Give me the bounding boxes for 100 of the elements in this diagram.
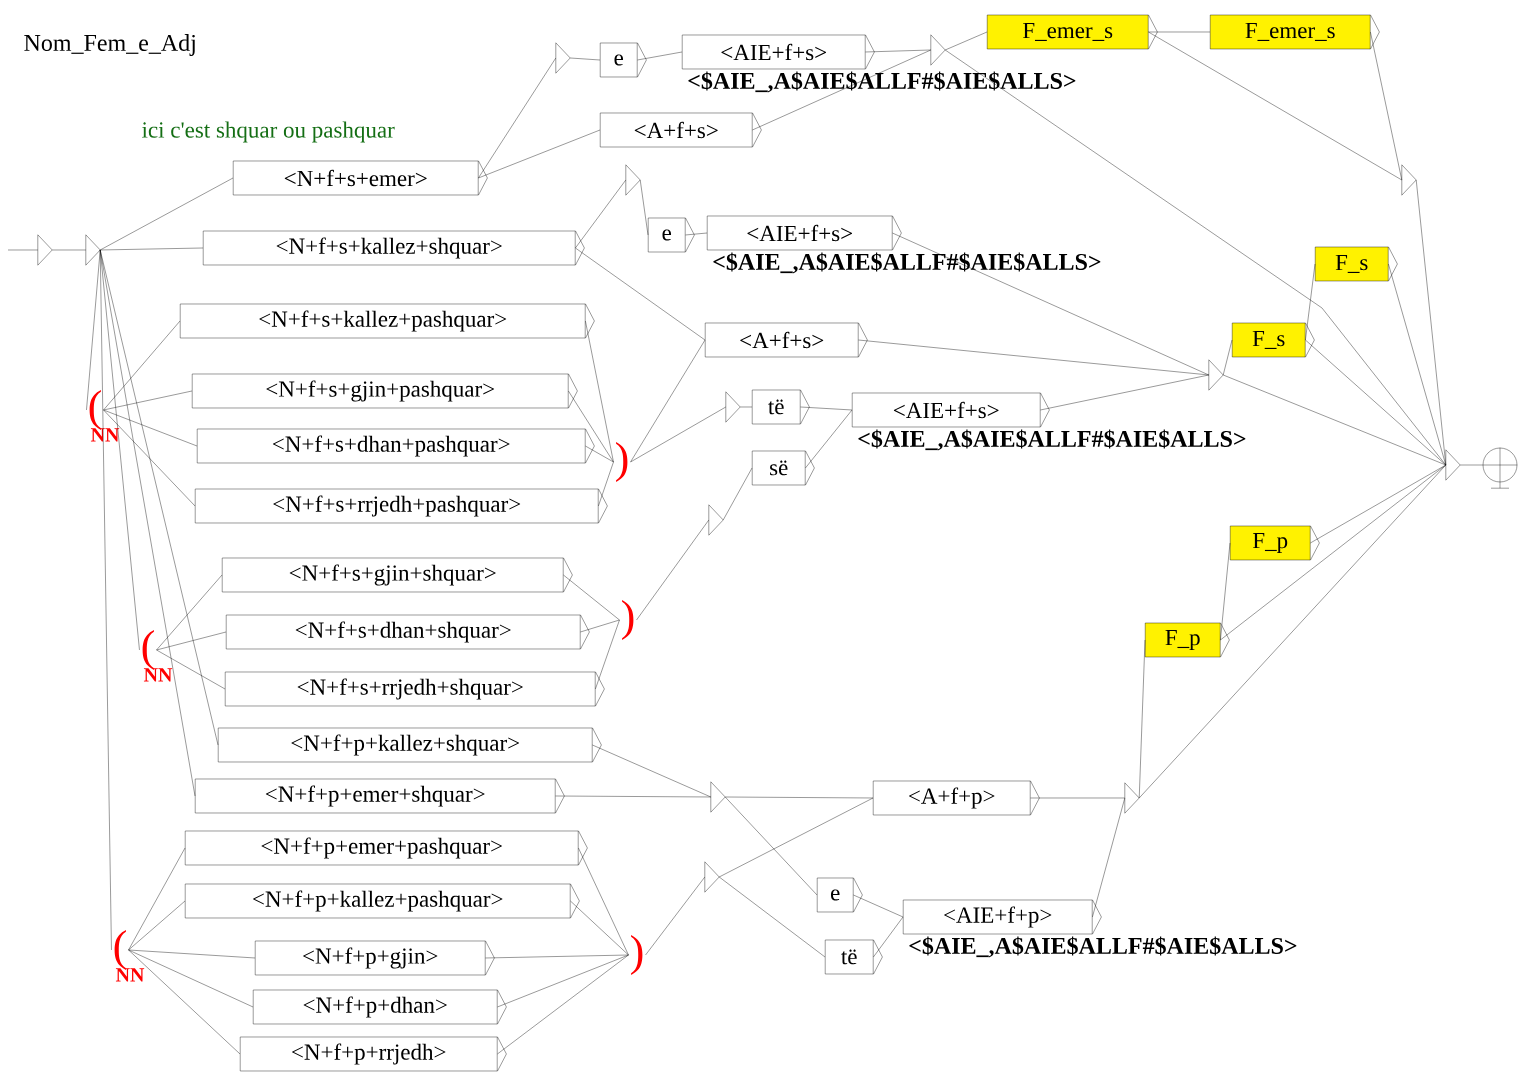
connector-line — [578, 847, 629, 956]
connector-line — [630, 406, 726, 463]
connector-line — [640, 179, 649, 236]
connector-line — [100, 247, 204, 251]
connector-line — [725, 796, 874, 799]
comment-text: ici c'est shquar ou pashquar — [142, 121, 395, 143]
transition-box: e — [600, 42, 647, 78]
connector-line — [1220, 464, 1446, 641]
connector-line — [637, 51, 683, 61]
connector-line — [86, 249, 101, 411]
epsilon-triangle — [625, 164, 641, 196]
transition-box: të — [825, 939, 883, 975]
parenthesis: ( — [114, 930, 126, 970]
connector-line — [575, 179, 626, 249]
epsilon-triangle — [930, 34, 946, 66]
connector-line — [585, 445, 614, 463]
connector-line — [156, 631, 227, 651]
transition-box: e — [648, 217, 695, 253]
subgraph-box: F_emer_s — [1210, 14, 1380, 50]
connector-line — [103, 390, 193, 411]
connector-line — [52, 249, 86, 251]
connector-line — [1092, 797, 1125, 918]
transition-box: <N+f+p+emer+shquar> — [195, 778, 565, 814]
connector-line — [858, 339, 1209, 376]
transition-box: <N+f+p+kallez+shquar> — [218, 727, 602, 763]
connector-line — [156, 649, 226, 690]
subgraph-box: F_p — [1230, 525, 1320, 561]
connector-line — [645, 876, 705, 956]
subgraph-box: F_s — [1232, 322, 1315, 358]
epsilon-triangle — [1401, 164, 1417, 196]
connector-line — [1460, 464, 1483, 466]
variable-name: NN — [143, 668, 173, 682]
connector-line — [1223, 339, 1233, 376]
parenthesis: ) — [631, 935, 643, 975]
connector-line — [103, 320, 181, 411]
connector-line — [865, 49, 931, 53]
variable-name: NN — [115, 968, 145, 982]
parenthesis: ( — [142, 630, 154, 670]
parenthesis: ( — [89, 390, 101, 430]
connector-line — [800, 406, 853, 411]
connector-line — [128, 900, 186, 951]
connector-line — [598, 461, 614, 507]
transition-box: <N+f+s+rrjedh+shquar> — [225, 671, 605, 707]
transition-box: <N+f+p+emer+pashquar> — [185, 830, 588, 866]
connector-line — [103, 409, 196, 507]
connector-line — [497, 954, 629, 1008]
subgraph-box: F_s — [1315, 246, 1398, 282]
epsilon-triangle — [85, 234, 101, 266]
transition-box: <N+f+s+gjin+pashquar> — [192, 373, 578, 409]
output-text: <$AIE_,A$AIE$ALLF#$AIE$ALLS> — [713, 252, 1101, 274]
connector-line — [103, 409, 198, 447]
transition-box: <AIE+f+s> — [707, 215, 902, 251]
transition-box: <N+f+s+kallez+pashquar> — [180, 303, 595, 339]
connector-line — [853, 894, 904, 918]
epsilon-triangle — [1124, 782, 1140, 814]
output-text: <$AIE_,A$AIE$ALLF#$AIE$ALLS> — [688, 71, 1076, 93]
connector-line — [873, 916, 904, 958]
transition-box: <AIE+f+s> — [682, 34, 875, 70]
parenthesis: ) — [622, 600, 634, 640]
connector-line — [563, 574, 620, 621]
subgraph-box: F_emer_s — [987, 14, 1158, 50]
connector-line — [580, 619, 620, 633]
connector-line — [1148, 31, 1402, 181]
transition-box: <N+f+s+dhan+pashquar> — [197, 428, 595, 464]
connector-line — [636, 519, 709, 621]
output-text: <$AIE_,A$AIE$ALLF#$AIE$ALLS> — [909, 936, 1297, 958]
connector-line — [592, 744, 711, 798]
connector-line — [740, 406, 753, 408]
connector-line — [128, 847, 186, 951]
connector-line — [1388, 263, 1446, 466]
transition-box: së — [752, 450, 815, 486]
transition-box: të — [752, 389, 810, 425]
connector-line — [555, 795, 711, 798]
variable-name: NN — [90, 428, 120, 442]
connector-line — [725, 796, 818, 896]
transition-box: <AIE+f+p> — [903, 899, 1102, 935]
connector-line — [892, 232, 1209, 376]
connector-line — [630, 339, 706, 463]
connector-line — [570, 57, 601, 61]
connector-line — [570, 900, 629, 956]
transition-box: e — [817, 877, 863, 913]
connector-line — [478, 57, 556, 179]
transition-box: <AIE+f+s> — [852, 392, 1050, 428]
connector-line — [1220, 542, 1231, 641]
connector-line — [7, 249, 38, 251]
transition-box: <N+f+s+gjin+shquar> — [222, 557, 573, 593]
epsilon-triangle — [37, 234, 53, 266]
connector-line — [719, 797, 874, 878]
epsilon-triangle — [704, 861, 720, 893]
connector-line — [1223, 374, 1446, 466]
connector-line — [595, 619, 620, 690]
connector-line — [1370, 31, 1402, 181]
connector-line — [805, 409, 853, 469]
connector-line — [1040, 374, 1209, 411]
transition-box: <N+f+s+dhan+shquar> — [226, 614, 590, 650]
transition-box: <A+f+s> — [600, 112, 762, 148]
transition-box: <N+f+s+emer> — [233, 160, 488, 196]
connector-line — [1139, 639, 1146, 799]
transition-box: <N+f+p+rrjedh> — [240, 1036, 507, 1072]
transition-box: <N+f+p+dhan> — [253, 989, 507, 1025]
